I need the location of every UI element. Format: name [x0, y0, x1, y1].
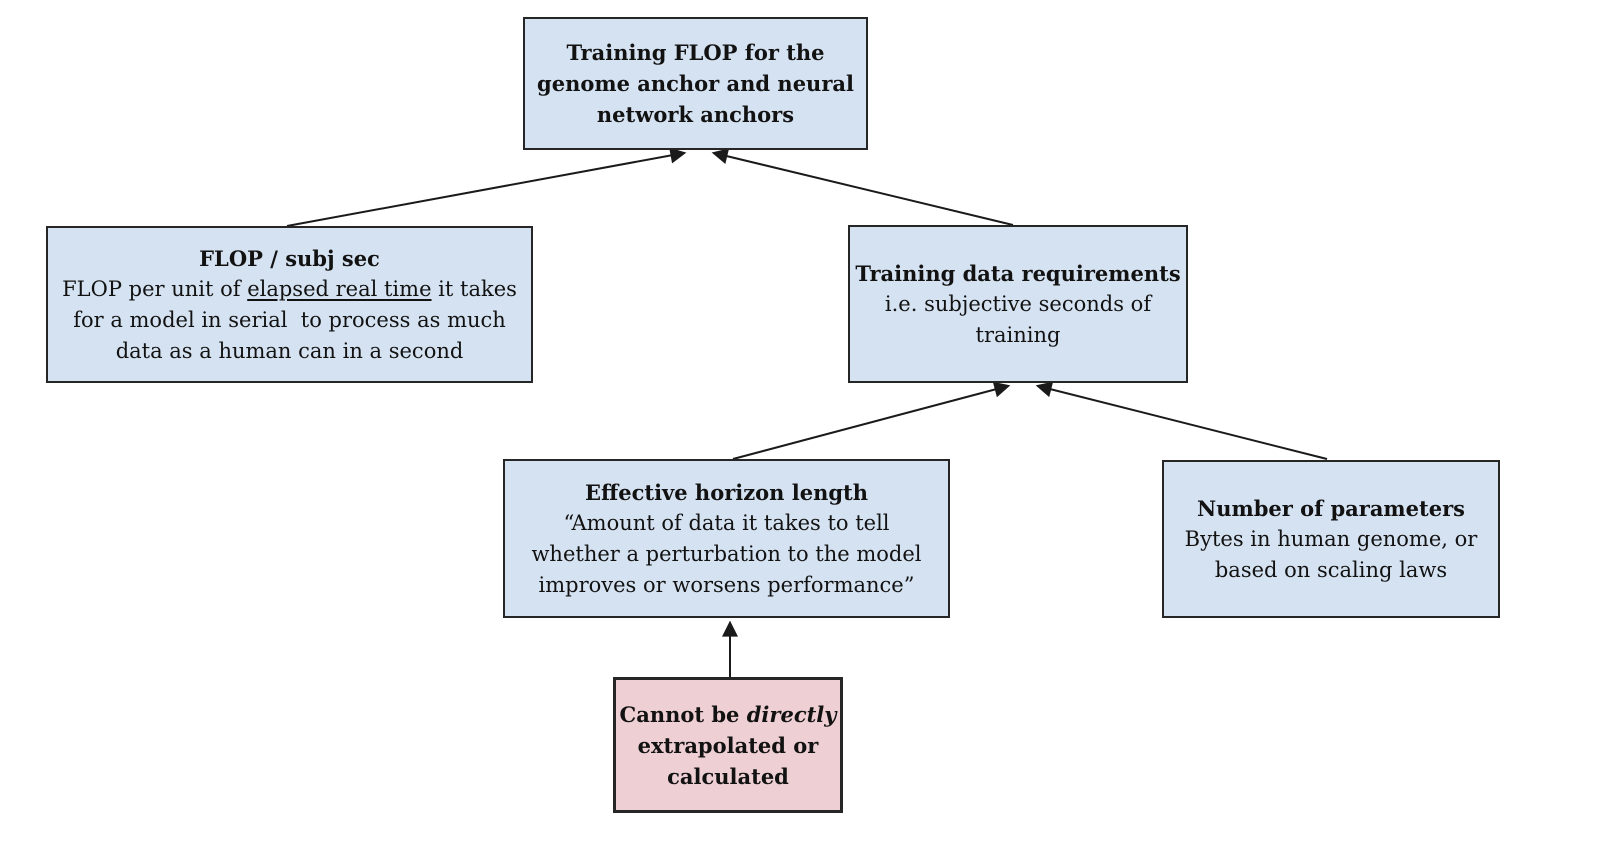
node-body-line: FLOP per unit of elapsed real time it ta…	[62, 274, 517, 305]
node-body-line: calculated	[667, 763, 789, 789]
body-text: it takes	[431, 276, 517, 301]
node-title: Effective horizon length	[584, 479, 869, 505]
node-training-data-requirements: Training data requirements i.e. subjecti…	[848, 225, 1188, 383]
body-text: FLOP per unit of	[62, 276, 248, 301]
body-text: Cannot be	[619, 701, 747, 727]
node-title: FLOP / subj sec	[199, 245, 380, 271]
node-body-line: i.e. subjective seconds of	[884, 291, 1152, 316]
node-body-line: Bytes in human genome, or	[1184, 526, 1478, 551]
node-training-flop: Training FLOP for the genome anchor and …	[523, 17, 868, 150]
node-body-line: “Amount of data it takes to tell	[563, 510, 890, 535]
node-title: Training data requirements	[855, 260, 1181, 286]
node-body-line: based on scaling laws	[1214, 557, 1448, 582]
italic-text: directly	[746, 701, 837, 727]
node-body-line: whether a perturbation to the model	[531, 541, 922, 566]
node-body-line: for a model in serial to process as much	[73, 307, 506, 332]
node-body-line: extrapolated or	[637, 732, 819, 758]
arrow-flop-to-training-flop	[286, 147, 687, 227]
underlined-text: elapsed real time	[247, 276, 432, 301]
node-body-line: Cannot be directly	[620, 699, 837, 730]
arrow-nop-to-tdr	[1035, 381, 1328, 460]
node-title: Number of parameters	[1197, 495, 1465, 521]
node-title-line: network anchors	[596, 102, 795, 127]
node-flop-per-subj-sec: FLOP / subj sec FLOP per unit of elapsed…	[46, 226, 533, 383]
node-body-line: improves or worsens performance”	[538, 572, 915, 597]
arrow-tdr-to-training-flop	[711, 148, 1014, 226]
node-body-line: data as a human can in a second	[115, 338, 464, 363]
node-number-of-parameters: Number of parameters Bytes in human geno…	[1162, 460, 1500, 618]
node-effective-horizon-length: Effective horizon length “Amount of data…	[503, 459, 950, 618]
arrow-ehl-to-tdr	[732, 381, 1011, 460]
node-cannot-be-directly-extrapolated: Cannot be directly extrapolated or calcu…	[613, 677, 843, 813]
node-body-line: training	[975, 322, 1061, 347]
node-title-line: Training FLOP for the	[566, 40, 825, 65]
node-title-line: genome anchor and neural	[537, 71, 854, 96]
